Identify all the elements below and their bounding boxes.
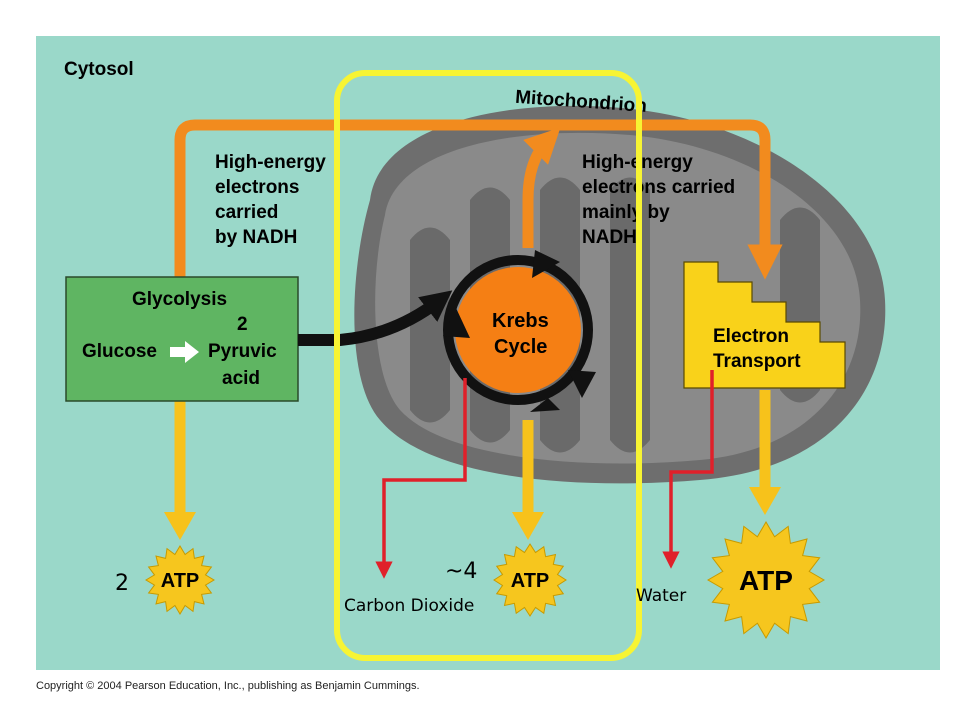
krebs-label-1: Krebs bbox=[492, 310, 549, 332]
atp-arrowhead-glycolysis bbox=[164, 512, 196, 540]
krebs-highlight-frame bbox=[334, 70, 642, 661]
copyright-notice: Copyright © 2004 Pearson Education, Inc.… bbox=[36, 680, 420, 692]
atp-arrowhead-krebs bbox=[512, 512, 544, 540]
carbon-dioxide-label: Carbon Dioxide bbox=[344, 596, 474, 616]
water-label: Water bbox=[636, 586, 686, 606]
atp-starburst-krebs: ATP bbox=[493, 543, 567, 617]
electron-transport-label-2: Transport bbox=[713, 351, 801, 372]
krebs-arrow-icon-right bbox=[568, 370, 596, 398]
atp-starburst-electron-transport: ATP bbox=[707, 521, 825, 639]
high-energy-left-line-4: by NADH bbox=[215, 227, 297, 248]
high-energy-left-line-3: carried bbox=[215, 202, 278, 223]
krebs-arrow-icon-left bbox=[443, 308, 470, 338]
atp-starburst-glycolysis-shape bbox=[145, 545, 215, 615]
krebs-label-2: Cycle bbox=[494, 336, 547, 358]
glycolysis-title: Glycolysis bbox=[132, 289, 227, 310]
atp-starburst-krebs-shape bbox=[493, 543, 567, 617]
glycolysis-number: 2 bbox=[237, 314, 248, 335]
glycolysis-box: Glycolysis 2 Glucose Pyruvic acid bbox=[65, 276, 299, 402]
water-arrow bbox=[662, 370, 714, 569]
atp-starburst-electron-transport-label: ATP bbox=[739, 565, 793, 596]
krebs-cycle: Krebs Cycle bbox=[443, 250, 596, 412]
high-energy-left-label: High-energy electrons carried by NADH bbox=[215, 152, 326, 248]
atp-starburst-glycolysis-label: ATP bbox=[161, 570, 200, 592]
high-energy-left-line-2: electrons bbox=[215, 177, 299, 198]
nadh-arrow-krebs bbox=[522, 127, 561, 248]
carbon-dioxide-arrow bbox=[375, 378, 467, 579]
high-energy-right-line-2: electrons carried bbox=[582, 177, 735, 198]
glucose-to-pyruvic-arrow-icon bbox=[170, 341, 199, 363]
atp-starburst-glycolysis: ATP bbox=[145, 545, 215, 615]
cytosol-label: Cytosol bbox=[64, 59, 134, 80]
high-energy-right-line-4: NADH bbox=[582, 227, 637, 248]
atp-count-glycolysis: 2 bbox=[115, 571, 129, 596]
nadh-arrow-top bbox=[174, 119, 783, 285]
electron-transport-label-1: Electron bbox=[713, 326, 789, 347]
high-energy-left-line-1: High-energy bbox=[215, 152, 326, 173]
glycolysis-acid: acid bbox=[222, 368, 260, 389]
pyruvate-to-krebs-arrow bbox=[298, 290, 453, 346]
atp-starbursts: ATP ATP ATP bbox=[145, 521, 825, 639]
electron-transport-box: Electron Transport bbox=[683, 261, 846, 389]
high-energy-right-line-3: mainly by bbox=[582, 202, 670, 223]
glycolysis-pyruvic: Pyruvic bbox=[208, 341, 277, 362]
high-energy-right-label: High-energy electrons carried mainly by … bbox=[582, 152, 735, 248]
krebs-arrow-icon-top bbox=[532, 250, 560, 278]
atp-arrowhead-electron bbox=[749, 487, 781, 515]
atp-starburst-krebs-label: ATP bbox=[511, 570, 550, 592]
krebs-arrow-icon-bottom bbox=[530, 398, 560, 412]
glycolysis-glucose: Glucose bbox=[82, 341, 157, 362]
atp-starburst-electron-transport-shape bbox=[707, 521, 825, 639]
atp-count-krebs: ~4 bbox=[445, 559, 477, 584]
